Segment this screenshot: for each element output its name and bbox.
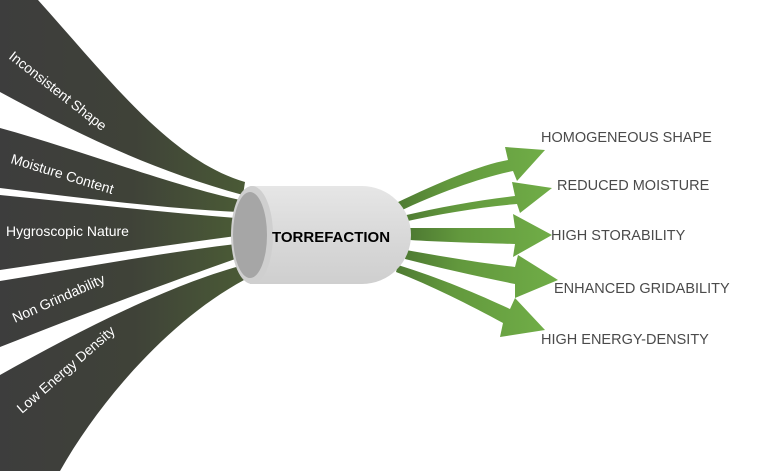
input-band-hygroscopic-nature xyxy=(0,195,236,270)
output-label-reduced-moisture: REDUCED MOISTURE xyxy=(557,178,710,194)
input-band-low-energy-density xyxy=(0,266,244,471)
output-arrow-homogeneous-shape xyxy=(396,147,545,212)
output-arrow-enhanced-gridability xyxy=(405,250,558,298)
output-label-homogeneous-shape: HOMOGENEOUS SHAPE xyxy=(541,130,712,146)
output-label-enhanced-gridability: ENHANCED GRIDABILITY xyxy=(554,281,730,297)
cylinder-end-inner xyxy=(233,192,267,278)
output-arrows xyxy=(396,147,558,337)
output-arrow-high-storability xyxy=(410,214,552,257)
input-label-hygroscopic-nature: Hygroscopic Nature xyxy=(6,223,129,239)
center-label: TORREFACTION xyxy=(272,229,390,246)
output-label-high-energy-density: HIGH ENERGY-DENSITY xyxy=(541,332,709,348)
cylinder-body xyxy=(250,186,411,284)
input-bands xyxy=(0,0,245,471)
output-label-high-storability: HIGH STORABILITY xyxy=(551,228,686,244)
output-labels: HOMOGENEOUS SHAPE REDUCED MOISTURE HIGH … xyxy=(541,130,730,348)
output-arrow-reduced-moisture xyxy=(402,182,552,222)
input-band-non-grindability xyxy=(0,244,238,347)
input-band-inconsistent-shape xyxy=(0,0,245,195)
torrefaction-cylinder: TORREFACTION xyxy=(231,186,411,284)
output-arrow-high-energy-density xyxy=(396,265,545,337)
input-band-moisture-content xyxy=(0,128,240,212)
